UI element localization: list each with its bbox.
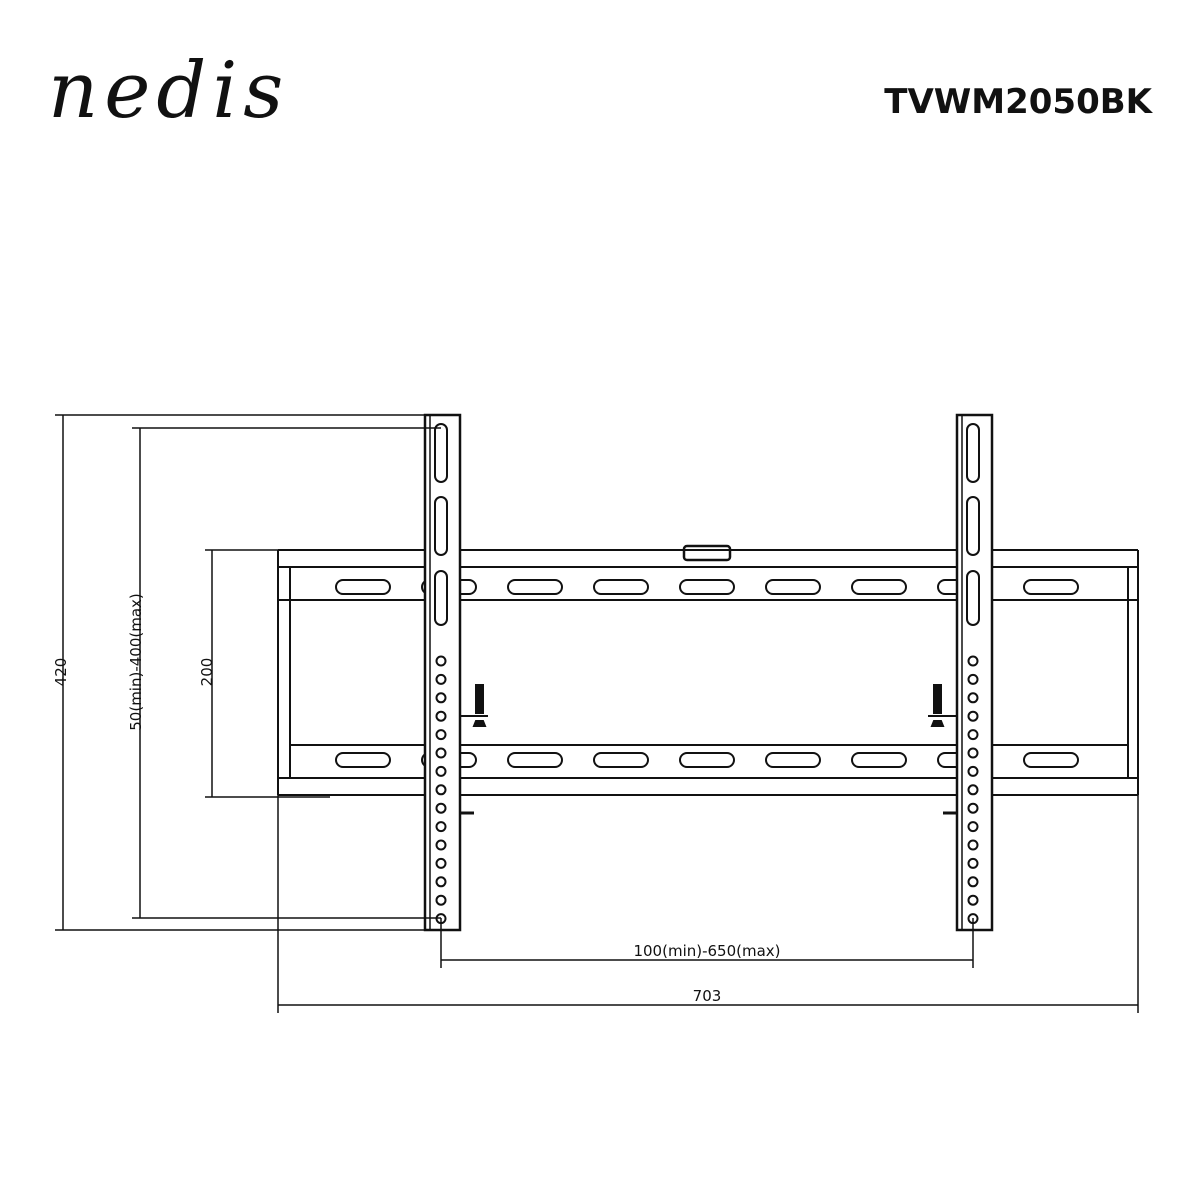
bar-hole xyxy=(967,765,979,777)
bar-hole xyxy=(435,729,447,741)
frame-slot xyxy=(593,752,649,768)
bar-hole xyxy=(967,655,979,667)
bar-hole xyxy=(967,894,979,906)
bar-slot xyxy=(434,423,448,483)
bar-hole xyxy=(435,802,447,814)
dim-frame-height: 200 xyxy=(198,658,216,687)
bar-hole xyxy=(435,710,447,722)
bar-slot xyxy=(966,570,980,626)
frame-slot xyxy=(765,752,821,768)
bar-hole xyxy=(967,747,979,759)
frame-slot xyxy=(851,579,907,595)
bar-slot xyxy=(434,570,448,626)
vertical-bar xyxy=(955,413,994,932)
bar-hole xyxy=(967,710,979,722)
model-number: TVWM2050BK xyxy=(884,82,1152,122)
bar-hole xyxy=(967,839,979,851)
bar-hole xyxy=(967,802,979,814)
bar-hole xyxy=(967,784,979,796)
frame-slot xyxy=(765,579,821,595)
bar-slot xyxy=(434,496,448,556)
dim-total-height: 420 xyxy=(52,658,70,687)
vertical-bars xyxy=(423,413,994,932)
bar-slot xyxy=(966,496,980,556)
bar-hole xyxy=(435,655,447,667)
frame-slot xyxy=(679,579,735,595)
frame-slot xyxy=(335,752,391,768)
frame-slot xyxy=(335,579,391,595)
bar-hole xyxy=(435,821,447,833)
dim-total-width: 703 xyxy=(693,987,722,1005)
bar-hole xyxy=(967,729,979,741)
frame-slot xyxy=(1023,752,1079,768)
bar-hole xyxy=(967,876,979,888)
dim-vertical-vesa: 50(min)-400(max) xyxy=(127,593,145,731)
frame-slot xyxy=(679,752,735,768)
bar-hole xyxy=(967,857,979,869)
bar-hole xyxy=(435,747,447,759)
frame-slots xyxy=(335,579,1079,768)
bar-hole xyxy=(435,839,447,851)
bar-hole xyxy=(435,857,447,869)
brand-logo: nedis xyxy=(48,46,290,136)
bar-hole xyxy=(435,692,447,704)
bar-hole xyxy=(435,894,447,906)
frame-slot xyxy=(507,752,563,768)
frame-slot xyxy=(593,579,649,595)
bar-hole xyxy=(967,821,979,833)
frame-slot xyxy=(1023,579,1079,595)
frame-slot xyxy=(507,579,563,595)
vertical-bar xyxy=(423,413,462,932)
bar-slot xyxy=(966,423,980,483)
bar-hole xyxy=(967,673,979,685)
bar-hole xyxy=(435,673,447,685)
lock-screw-right xyxy=(928,684,957,815)
frame-slot xyxy=(851,752,907,768)
lock-screw-left xyxy=(460,684,488,815)
bar-hole xyxy=(967,692,979,704)
bar-hole xyxy=(435,765,447,777)
bar-hole xyxy=(435,876,447,888)
bar-hole xyxy=(435,784,447,796)
dim-horizontal-vesa: 100(min)-650(max) xyxy=(633,942,780,960)
dimension-lines xyxy=(55,414,1139,1013)
horizontal-frame xyxy=(277,544,1139,796)
